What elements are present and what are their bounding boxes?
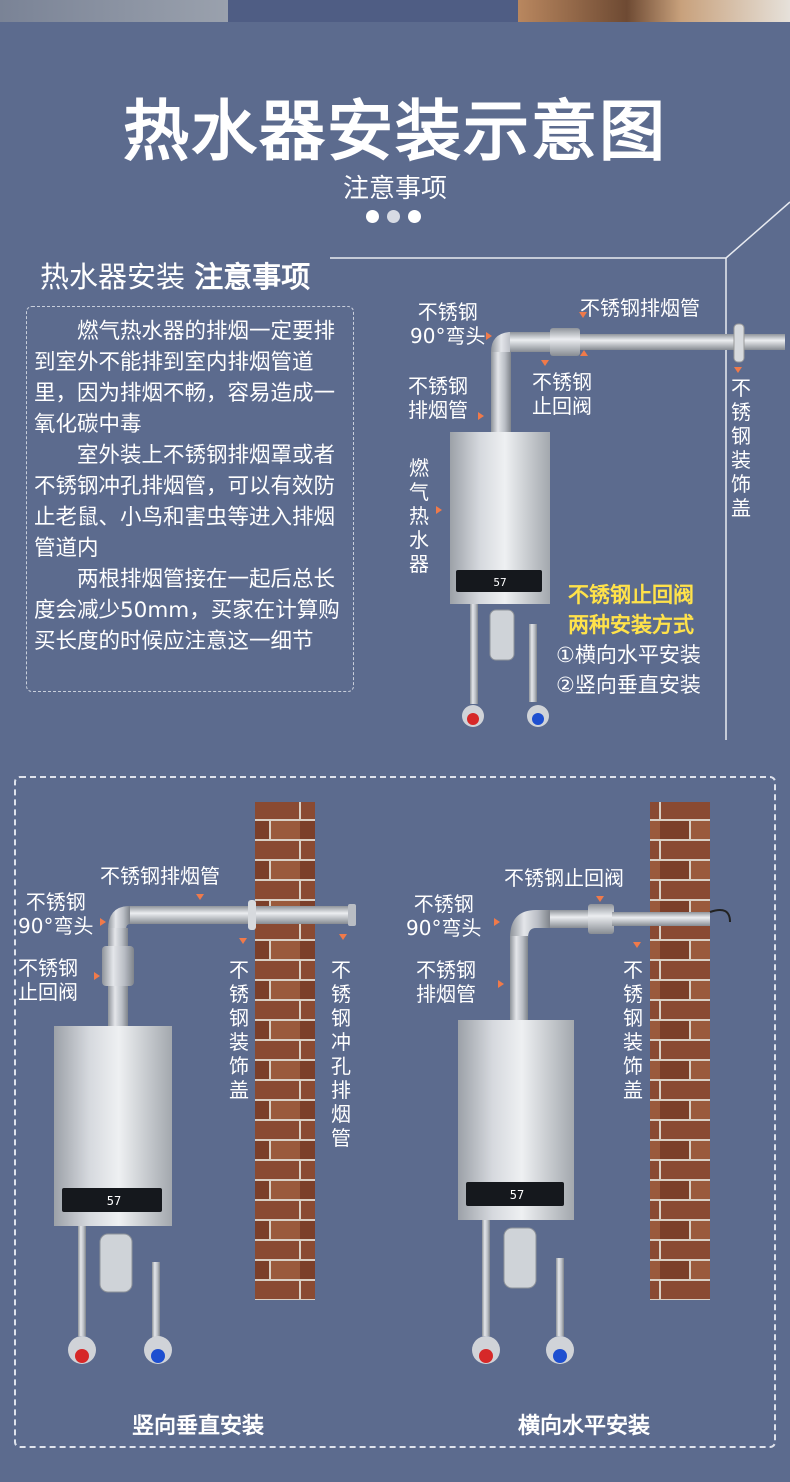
label-punched-pipe: 不锈钢冲孔排烟管 xyxy=(331,958,351,1150)
method-horizontal: ①横向水平安装 xyxy=(556,643,701,667)
label-cover-left: 不锈钢装饰盖 xyxy=(229,958,249,1102)
label-cover-top: 不锈钢装饰盖 xyxy=(731,376,751,520)
label-gas-heater: 燃气热水器 xyxy=(409,456,429,576)
heater-display: 57 xyxy=(510,1188,524,1202)
label-check-valve-right: 不锈钢止回阀 xyxy=(504,866,624,890)
label-exhaust-pipe-vertical: 不锈钢 排烟管 xyxy=(408,374,468,422)
label-line: 不锈钢 xyxy=(18,956,78,980)
label-line: 90°弯头 xyxy=(18,914,94,938)
label-elbow-line2: 90°弯头 xyxy=(410,324,486,348)
label-line: 90°弯头 xyxy=(406,916,482,940)
label-line: 止回阀 xyxy=(18,980,78,1004)
methods-title: 不锈钢止回阀 两种安装方式 xyxy=(568,580,694,640)
note-paragraph: 两根排烟管接在一起后总长度会减少50mm，买家在计算购买长度的时候应注意这一细节 xyxy=(34,567,340,654)
label-line: 排烟管 xyxy=(408,398,468,422)
label-line: 不锈钢 xyxy=(416,958,476,982)
label-line: 止回阀 xyxy=(532,394,592,418)
note-paragraph: 燃气热水器的排烟一定要排到室外不能排到室内排烟管道里，因为排烟不畅，容易造成一氧… xyxy=(34,319,336,437)
notes-box xyxy=(26,306,354,692)
notice-heading-bold: 注意事项 xyxy=(194,260,311,294)
notice-heading-prefix: 热水器安装 xyxy=(40,260,186,294)
label-exhaust-pipe-top: 不锈钢排烟管 xyxy=(580,296,700,320)
method-vertical: ②竖向垂直安装 xyxy=(556,673,701,697)
label-line: 不锈钢 xyxy=(408,374,468,398)
label-cover-right: 不锈钢装饰盖 xyxy=(623,958,643,1102)
label-line: 不锈钢 xyxy=(413,892,474,916)
photo-strip-right xyxy=(518,0,790,22)
label-exhaust-pipe-left: 不锈钢排烟管 xyxy=(100,864,220,888)
label-elbow-right: 不锈钢 90°弯头 xyxy=(406,892,481,940)
methods-list: ①横向水平安装 ②竖向垂直安装 xyxy=(556,640,701,700)
methods-title-line2: 两种安装方式 xyxy=(568,613,694,637)
methods-title-line1: 不锈钢止回阀 xyxy=(568,583,694,607)
notes-text: 燃气热水器的排烟一定要排到室外不能排到室内排烟管道里，因为排烟不畅，容易造成一氧… xyxy=(34,316,346,657)
page-title: 热水器安装示意图 xyxy=(123,93,667,170)
label-line: 不锈钢 xyxy=(532,370,592,394)
label-check-valve-left: 不锈钢 止回阀 xyxy=(18,956,78,1004)
label-line: 不锈钢 xyxy=(25,890,86,914)
label-elbow-top: 不锈钢 90°弯头 xyxy=(410,300,485,348)
dot-divider xyxy=(362,208,425,227)
page-subtitle: 注意事项 xyxy=(342,174,447,204)
label-elbow-left: 不锈钢 90°弯头 xyxy=(18,890,93,938)
label-elbow-line1: 不锈钢 xyxy=(417,300,478,324)
label-line: 排烟管 xyxy=(416,982,476,1006)
note-paragraph: 室外装上不锈钢排烟罩或者不锈钢冲孔排烟管，可以有效防止老鼠、小鸟和害虫等进入排烟… xyxy=(34,443,336,561)
label-check-valve-top: 不锈钢 止回阀 xyxy=(532,370,592,418)
photo-strip-left xyxy=(0,0,228,22)
heater-display: 57 xyxy=(493,576,506,589)
caption-vertical-install: 竖向垂直安装 xyxy=(132,1414,265,1439)
label-exhaust-pipe-right: 不锈钢 排烟管 xyxy=(416,958,476,1006)
install-methods-box xyxy=(14,776,776,1448)
photo-strip-middle xyxy=(228,0,518,22)
notice-heading: 热水器安装 注意事项 xyxy=(40,254,310,296)
heater-display: 57 xyxy=(107,1194,121,1208)
caption-horizontal-install: 横向水平安装 xyxy=(518,1414,651,1439)
